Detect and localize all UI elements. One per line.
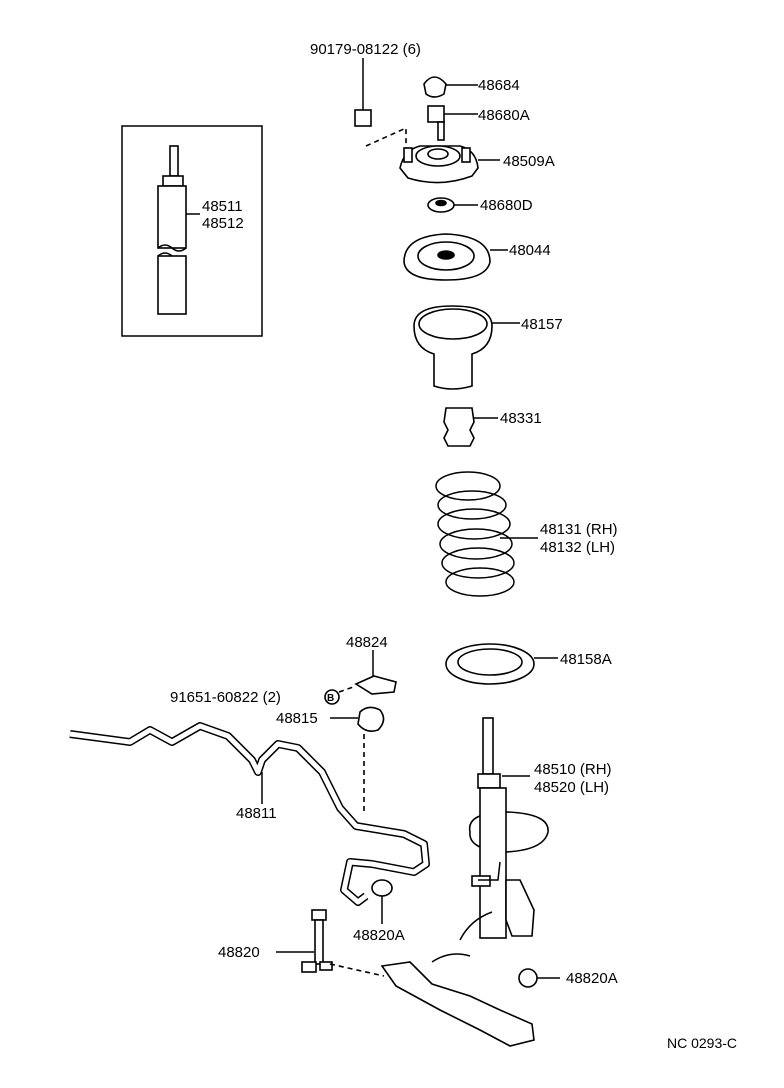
label-48680A: 48680A [478,107,530,124]
nut-48680A [427,105,478,123]
coil-spring-48131 [435,471,538,597]
lower-arm [380,911,535,1047]
bushing-48815 [330,706,385,812]
label-48512: 48512 [202,215,244,232]
label-48044: 48044 [509,242,551,259]
support-48509A [399,121,500,184]
label-48811: 48811 [236,805,277,822]
cap-48684 [423,76,478,98]
label-48510: 48510 (RH) [534,761,612,778]
label-90179: 90179-08122 (6) [310,41,421,58]
bumper-48331 [443,407,498,447]
inset-shock-absorber [121,125,263,337]
label-48820A-mid: 48820A [353,927,405,944]
label-91651: 91651-60822 (2) [170,689,281,706]
label-48131: 48131 (RH) [540,521,618,538]
label-48684: 48684 [478,77,520,94]
label-48511: 48511 [202,198,243,215]
diagram-code: NC 0293-C [667,1035,737,1051]
label-48509A: 48509A [503,153,555,170]
label-48820: 48820 [218,944,260,961]
bushing-48820A-right [518,968,560,988]
bolt-90179 [354,58,407,148]
label-48158A: 48158A [560,651,612,668]
label-48680D: 48680D [480,197,533,214]
bushing-bracket-48824 [354,650,397,695]
bushing-48820A-mid [371,879,393,924]
stabilizer-bar-48811 [69,722,430,906]
label-48824: 48824 [346,634,388,651]
label-48132: 48132 (LH) [540,539,615,556]
link-48820 [276,909,385,977]
lower-insulator-48158A [445,643,558,685]
insulator-48157 [413,305,520,390]
label-48331: 48331 [500,410,542,427]
washer-48680D [427,197,478,213]
label-48820A-right: 48820A [566,970,618,987]
bolt-91651 [324,685,357,705]
nut-badge-b: B [327,693,334,704]
seat-48044 [403,233,508,281]
strut-assembly-48510 [468,717,549,939]
label-48815: 48815 [276,710,318,727]
label-48520: 48520 (LH) [534,779,609,796]
label-48157: 48157 [521,316,563,333]
